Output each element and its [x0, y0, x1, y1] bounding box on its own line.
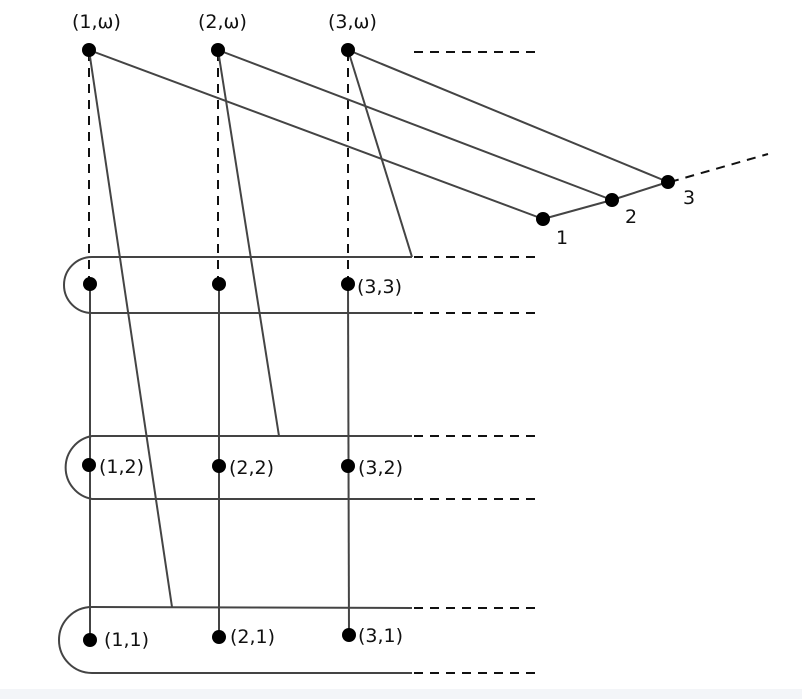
chain-node-3: [661, 175, 675, 189]
level-band-1: [58, 605, 413, 674]
label-3-2: (3,2): [358, 457, 403, 479]
node-1-3: [83, 277, 97, 291]
label-chain-2: 2: [625, 206, 637, 228]
node-3-3: [341, 277, 355, 291]
node-omega1: [82, 43, 96, 57]
omega1-to-band1: [88, 49, 173, 608]
label-chain-3: 3: [683, 187, 695, 209]
node-omega3: [341, 43, 355, 57]
label-chain-1: 1: [556, 227, 568, 249]
label-omega3: (3,ω): [328, 11, 377, 33]
node-2-1: [212, 630, 226, 644]
node-3-2: [341, 459, 355, 473]
omega3-to-band3: [347, 49, 413, 258]
chain-node2-node3: [611, 181, 669, 201]
bottom-strip: [0, 689, 802, 699]
chain-node-2: [605, 193, 619, 207]
label-3-1: (3,1): [358, 625, 403, 647]
omega2-to-band2: [217, 49, 280, 437]
label-3-3: (3,3): [357, 276, 402, 298]
node-2-2: [212, 459, 226, 473]
node-2-3: [212, 277, 226, 291]
omega1-to-node1: [88, 49, 544, 220]
level-band-2: [64, 435, 412, 500]
chain-node-1: [536, 212, 550, 226]
label-omega1: (1,ω): [72, 11, 121, 33]
node-1-2: [82, 458, 96, 472]
node-3-1: [342, 628, 356, 642]
chain-node1-node2: [542, 199, 613, 220]
node-omega2: [211, 43, 225, 57]
chain-continuation: [669, 153, 769, 183]
label-omega2: (2,ω): [198, 11, 247, 33]
label-1-2: (1,2): [99, 456, 144, 478]
omega2-to-node2: [217, 49, 613, 201]
omega3-to-node3: [347, 49, 669, 183]
label-2-2: (2,2): [229, 457, 274, 479]
label-1-1: (1,1): [104, 629, 149, 651]
node-1-1: [83, 633, 97, 647]
label-2-1: (2,1): [230, 626, 275, 648]
level-band-3: [63, 256, 412, 314]
